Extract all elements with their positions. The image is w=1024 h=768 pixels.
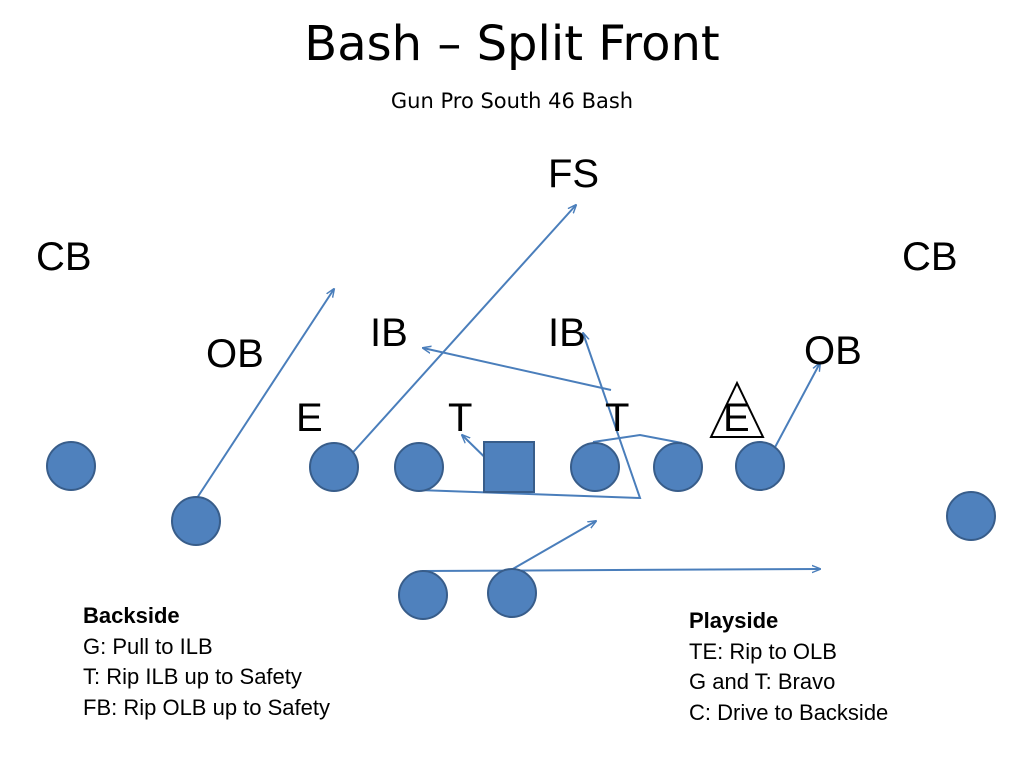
playside-line: C: Drive to Backside [689, 699, 889, 725]
defender-ib-left: IB [370, 311, 408, 355]
route-playside-guard-tackle [592, 433, 683, 444]
backside-heading: Backside [83, 603, 180, 628]
offense-wr-right [946, 491, 996, 541]
backside-line: T: Rip ILB up to Safety [83, 664, 302, 689]
slide-title: Bash – Split Front [304, 16, 720, 72]
slide-subtitle: Gun Pro South 46 Bash [390, 89, 634, 113]
offense-wing-left [171, 496, 221, 546]
offense-guard-right [570, 442, 620, 492]
defender-ib-right: IB [548, 311, 586, 355]
triangle-marker-icon [709, 380, 765, 438]
defender-ob-right: OB [804, 329, 862, 373]
offense-tight-end [735, 441, 785, 491]
backside-notes: Backside G: Pull to ILB T: Rip ILB up to… [83, 601, 330, 723]
route-back-sweep [421, 569, 820, 571]
defender-cb-left: CB [36, 235, 92, 279]
offense-back-right [487, 568, 537, 618]
defender-t-left: T [448, 396, 473, 440]
route-wing-to-olb [196, 289, 334, 499]
offense-guard-left [394, 442, 444, 492]
playside-notes: Playside TE: Rip to OLB G and T: Bravo C… [689, 606, 888, 728]
route-backside-tackle-to-safety [336, 205, 576, 471]
offense-wr-left [46, 441, 96, 491]
playside-heading: Playside [689, 608, 779, 633]
playside-line: TE: Rip to OLB [689, 638, 837, 664]
backside-line: FB: Rip OLB up to Safety [83, 694, 331, 720]
defender-e-right: E [723, 396, 750, 440]
offense-tackle-right [653, 442, 703, 492]
defender-t-right: T [605, 396, 630, 440]
route-center-drive [423, 348, 612, 391]
playside-line: G and T: Bravo [689, 669, 836, 694]
defender-e-left: E [296, 396, 323, 440]
offense-tackle-left [309, 442, 359, 492]
backside-line: G: Pull to ILB [83, 633, 213, 659]
offense-back-left [398, 570, 448, 620]
route-back-to-hole [510, 521, 596, 571]
defender-cb-right: CB [902, 235, 958, 279]
offense-center [483, 441, 535, 493]
defender-fs: FS [548, 152, 600, 196]
defender-ob-left: OB [206, 332, 264, 376]
